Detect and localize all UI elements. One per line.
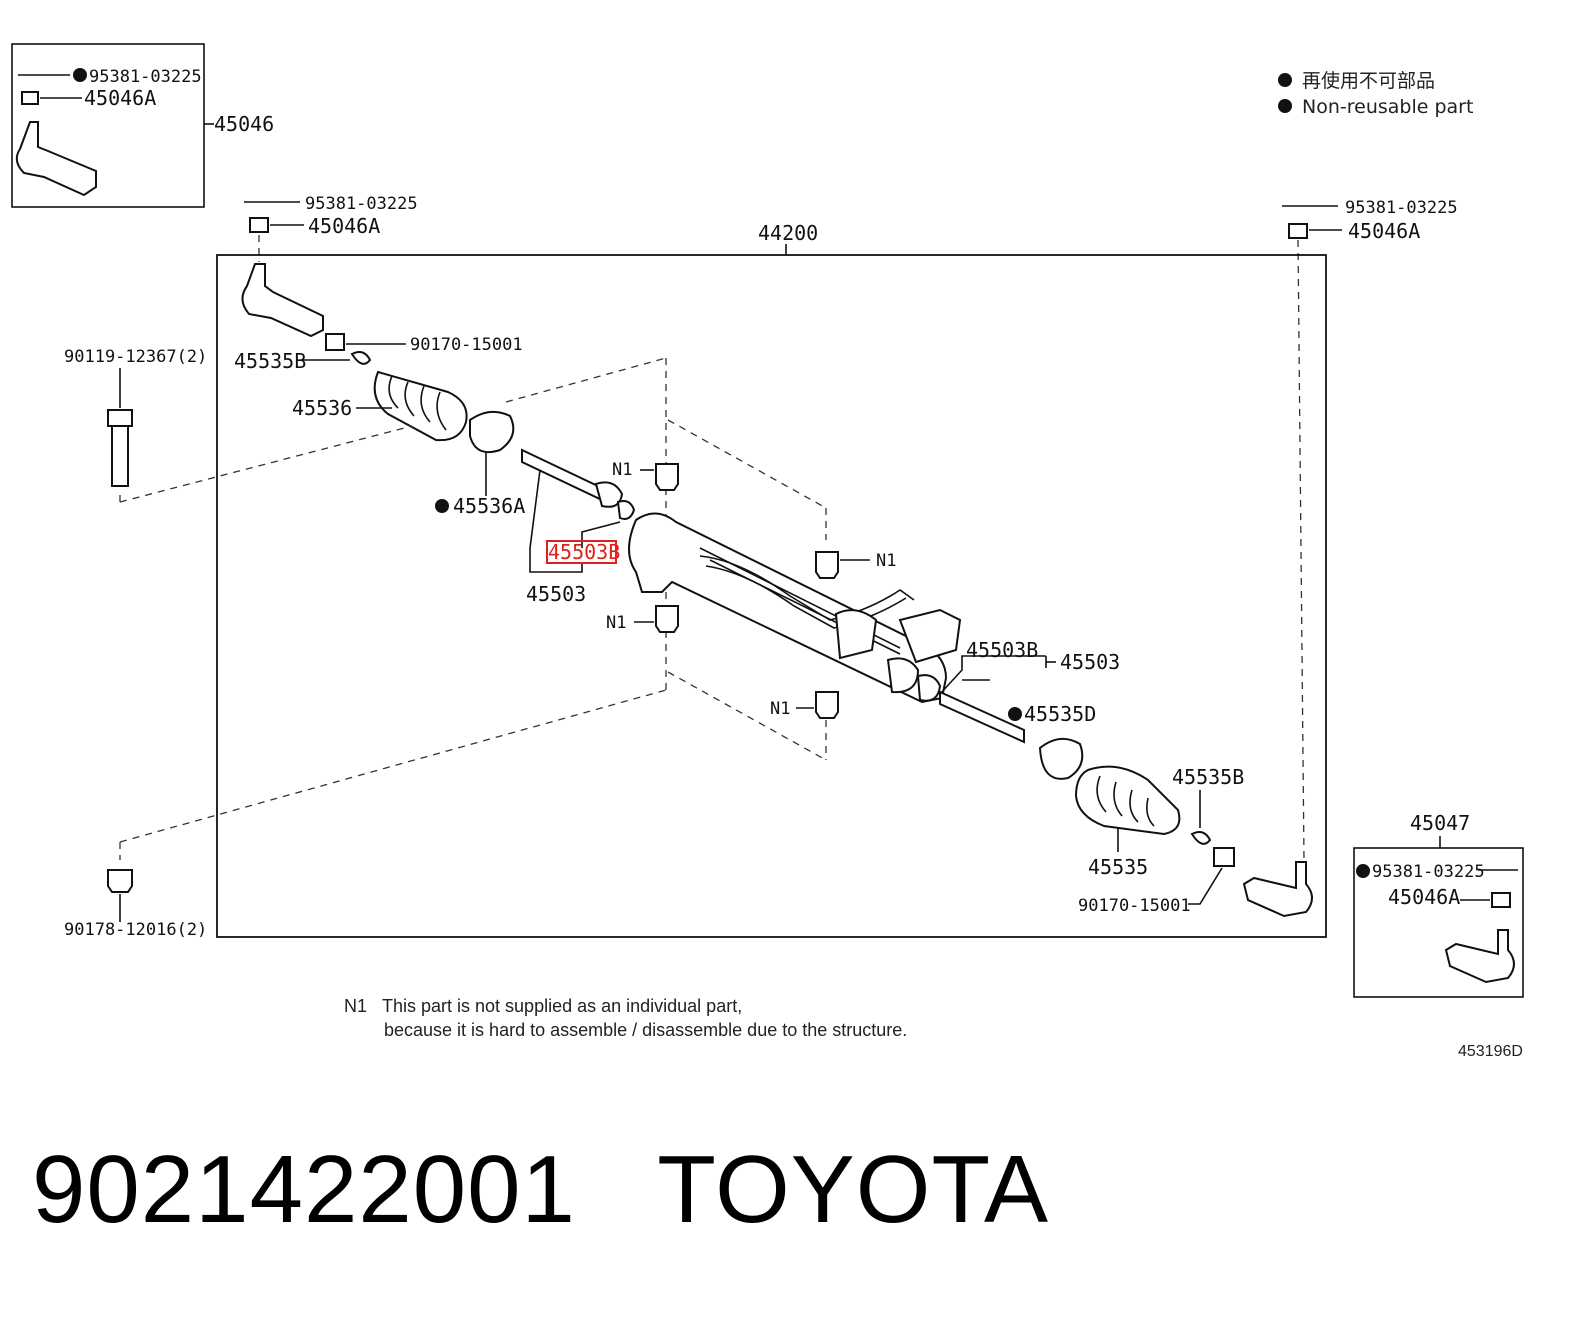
end-seal-icon <box>916 674 942 702</box>
valve-icon <box>898 608 962 664</box>
product-heading: 9021422001 TOYOTA <box>32 1135 1049 1245</box>
diagram-code: 453196D <box>1458 1043 1523 1060</box>
label-45536A: 45536A <box>453 494 525 518</box>
label-45536: 45536 <box>292 396 352 420</box>
end-seal-icon <box>886 657 920 694</box>
footnote: N1 This part is not supplied as an indiv… <box>344 996 907 1040</box>
flange-nut-icon <box>107 869 133 893</box>
clamp-ring-icon <box>1038 737 1084 780</box>
label-95381-right: 95381-03225 <box>1345 198 1458 218</box>
label-90170-top: 90170-15001 <box>410 335 523 355</box>
label-45503-right: 45503 <box>1060 650 1120 674</box>
nut-icon <box>325 333 345 351</box>
bolt-icon <box>107 409 133 487</box>
label-45046A-inset-left: 45046A <box>84 86 156 110</box>
footnote-marker: N1 <box>344 996 367 1016</box>
non-reusable-bullet-icon <box>435 499 449 513</box>
label-95381-left: 95381-03225 <box>305 194 418 214</box>
assembly-frame <box>216 254 1327 938</box>
ball-joint-icon <box>594 481 624 508</box>
label-45503B-right: 45503B <box>966 638 1038 662</box>
non-reusable-bullet-icon <box>1008 707 1022 721</box>
mount-bushing-icon <box>655 605 679 633</box>
label-95381-inset-left: 95381-03225 <box>89 67 202 87</box>
clamp-ring-icon <box>469 410 515 454</box>
inset-frame <box>1353 847 1524 998</box>
steering-rack-housing <box>628 512 962 704</box>
label-45535: 45535 <box>1088 855 1148 879</box>
nut-icon <box>1213 847 1235 867</box>
label-90178: 90178-12016(2) <box>64 920 207 940</box>
label-45046: 45046 <box>214 112 274 136</box>
bushing-icon <box>616 500 636 520</box>
mount-bushing-icon <box>655 463 679 491</box>
boot-45535: 45535 <box>1074 765 1181 879</box>
label-45503-left: 45503 <box>526 582 586 606</box>
clamp-icon <box>1190 831 1212 845</box>
nut-icon <box>1288 223 1308 239</box>
label-90119: 90119-12367(2) <box>64 347 207 367</box>
label-45535B-right: 45535B <box>1172 765 1244 789</box>
tie-rod-end-right-icon <box>1242 861 1313 918</box>
label-n1-d: N1 <box>770 699 790 719</box>
bellows-boot-icon <box>1074 765 1181 836</box>
product-brand: TOYOTA <box>657 1136 1050 1243</box>
label-90170-bottom: 90170-15001 <box>1078 896 1191 916</box>
footnote-line2: because it is hard to assemble / disasse… <box>384 1020 907 1040</box>
inset-45046: 95381-03225 45046A 45046 <box>11 43 274 208</box>
boot-45536: 45536 <box>292 370 468 442</box>
mount-bushing-icon <box>815 551 839 579</box>
nut-icon <box>1491 892 1511 908</box>
non-reusable-bullet-icon <box>1278 73 1292 87</box>
highlight-box-45503B <box>546 540 617 564</box>
non-reusable-bullet-icon <box>1278 99 1292 113</box>
tie-rod-end-left-icon <box>241 263 324 338</box>
inset-frame <box>11 43 205 208</box>
label-n1-a: N1 <box>612 460 632 480</box>
label-45047: 45047 <box>1410 811 1470 835</box>
label-45046A-inset-right: 45046A <box>1388 885 1460 909</box>
mount-bushing-icon <box>815 691 839 719</box>
tie-rod-end-icon <box>1444 929 1515 984</box>
label-45535B-left: 45535B <box>234 349 306 373</box>
inset-45047: 45047 95381-03225 45046A <box>1353 811 1524 998</box>
pinion-housing-icon <box>834 609 878 660</box>
legend-jp: 再使用不可部品 <box>1302 70 1435 92</box>
label-n1-b: N1 <box>876 551 896 571</box>
inner-tie-rod-left-icon <box>521 448 603 502</box>
non-reusable-bullet-icon <box>73 68 87 82</box>
label-n1-c: N1 <box>606 613 626 633</box>
rack-housing-icon <box>628 512 948 704</box>
product-part-number: 9021422001 <box>32 1136 576 1243</box>
tie-rod-end-icon <box>15 121 97 197</box>
label-44200: 44200 <box>758 221 818 245</box>
non-reusable-bullet-icon <box>1356 864 1370 878</box>
legend: 再使用不可部品 Non-reusable part <box>1278 70 1473 118</box>
inner-tie-rod-right-icon <box>939 690 1025 744</box>
nut-icon <box>21 91 39 105</box>
label-45535D: 45535D <box>1024 702 1096 726</box>
footnote-line1: This part is not supplied as an individu… <box>382 996 742 1016</box>
clamp-icon <box>350 351 372 365</box>
label-95381-inset-right: 95381-03225 <box>1372 862 1485 882</box>
label-45046A-right: 45046A <box>1348 219 1420 243</box>
label-45503B-left-highlighted: 45503B <box>548 540 620 564</box>
label-45046A-left: 45046A <box>308 214 380 238</box>
assembly-44200: 44200 <box>216 221 1327 938</box>
legend-en: Non-reusable part <box>1302 96 1473 118</box>
bellows-boot-icon <box>373 370 468 442</box>
nut-icon <box>249 217 269 233</box>
hydraulic-line-icon <box>699 555 915 629</box>
